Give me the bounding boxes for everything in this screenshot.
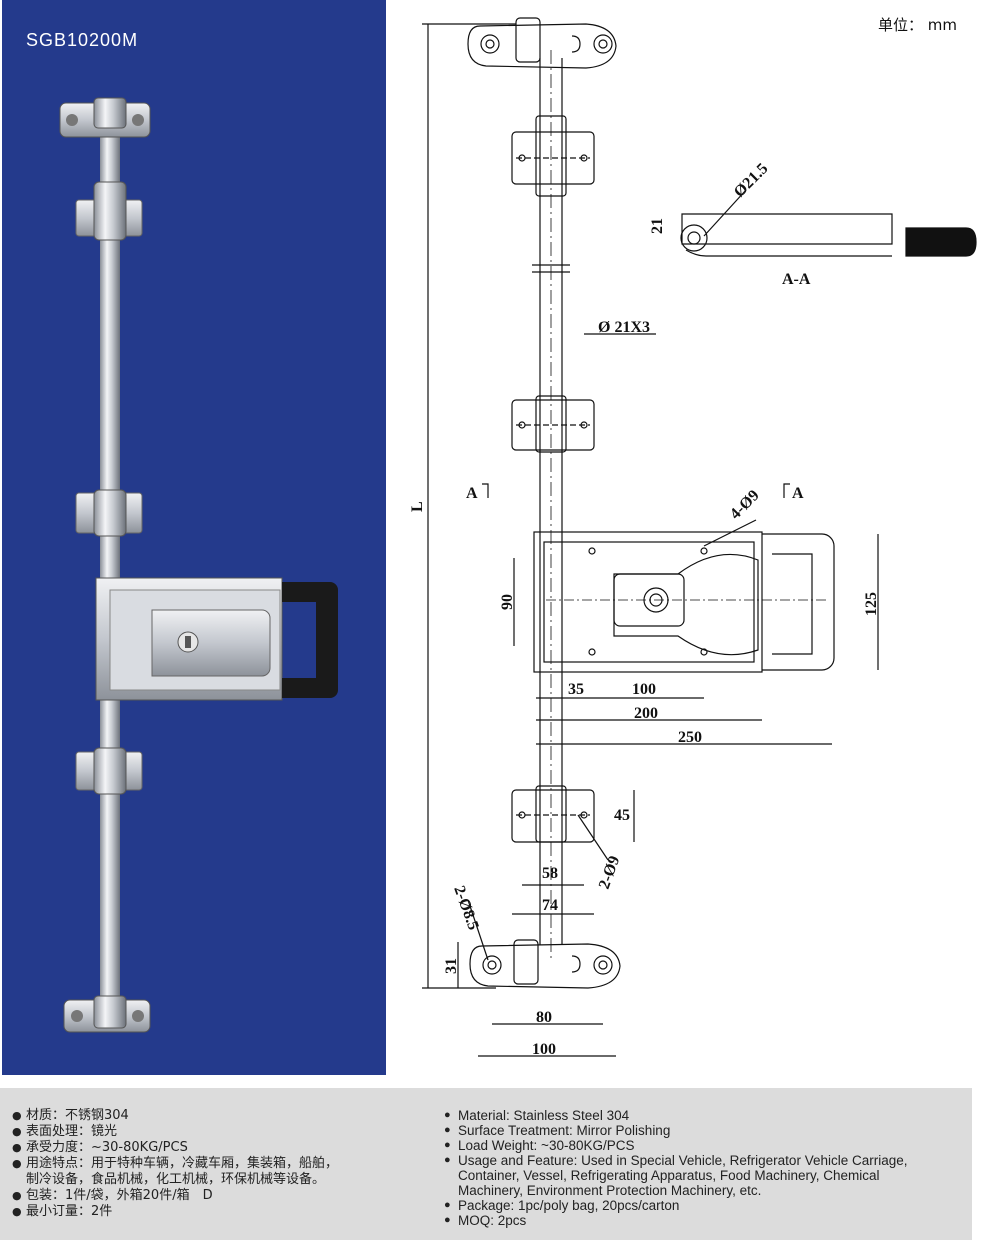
dim-21: 21 [649, 218, 666, 234]
spec-cn-usage: 用途特点：用于特种车辆，冷藏车厢，集装箱，船舶， 制冷设备，食品机械，化工机械，… [12, 1156, 432, 1188]
dim-74: 74 [542, 897, 558, 914]
lock-body-photo [95, 577, 338, 701]
technical-drawing: Ø21.5 21 A-A Ø 21X3 L A A 4-Ø9 90 125 35… [409, 17, 977, 1058]
dim-L: L [409, 501, 426, 512]
dim-90: 90 [499, 594, 516, 610]
dim-100-plate: 100 [632, 681, 656, 698]
guide-photo-1 [75, 181, 143, 241]
rod-photo [100, 115, 120, 1025]
dim-2-holes-b: 2-Ø8.5 [450, 884, 482, 933]
handle-section-drawing [680, 213, 977, 257]
leader-diameter [703, 189, 747, 237]
spec-en-load: Load Weight: ~30-80KG/PCS [444, 1138, 964, 1153]
spec-en-usage: Usage and Feature: Used in Special Vehic… [444, 1153, 964, 1198]
guide-block-drawing-2 [511, 395, 595, 453]
spec-cn-load: 承受力度：~30-80KG/PCS [12, 1140, 432, 1156]
section-letter-right: A [792, 485, 804, 502]
leader-4-holes [703, 519, 757, 547]
spec-en-material: Material: Stainless Steel 304 [444, 1108, 964, 1123]
leader-2-holes [577, 814, 609, 861]
dim-35: 35 [568, 681, 584, 698]
dim-31: 31 [443, 958, 460, 974]
spec-cn-package: 包装：1件/袋，外箱20件/箱 D [12, 1188, 432, 1204]
dim-125: 125 [863, 592, 880, 616]
unit-label: 单位： mm [878, 16, 957, 34]
section-letter-left: A [466, 485, 478, 502]
dim-4-holes: 4-Ø9 [727, 487, 763, 523]
model-number: SGB10200M [26, 30, 139, 50]
guide-block-drawing-1 [511, 115, 595, 197]
guide-photo-2 [75, 489, 143, 537]
leader-2-holes-b [467, 899, 489, 961]
section-mark-left [482, 483, 489, 498]
dim-2-holes: 2-Ø9 [596, 854, 624, 892]
top-bracket-photo [59, 97, 151, 138]
dim-rod: Ø 21X3 [598, 319, 650, 336]
spec-en-moq: MOQ: 2pcs [444, 1213, 964, 1228]
guide-block-drawing-3 [511, 785, 595, 843]
dim-250: 250 [678, 729, 702, 746]
top-bracket-drawing [467, 17, 617, 69]
dim-100-bracket: 100 [532, 1041, 556, 1058]
dim-58: 58 [542, 865, 558, 882]
lock-plate-drawing [533, 531, 835, 673]
spec-cn-material: 材质：不锈钢304 [12, 1108, 432, 1124]
dim-45: 45 [614, 807, 630, 824]
bottom-bracket-drawing [469, 939, 621, 989]
section-label-aa: A-A [782, 271, 811, 288]
product-photo-panel: SGB10200M [2, 0, 386, 1075]
spec-list-english: Material: Stainless Steel 304 Surface Tr… [444, 1108, 964, 1228]
lock-photo-illustration [59, 97, 338, 1033]
spec-cn-surface: 表面处理：镜光 [12, 1124, 432, 1140]
spec-en-package: Package: 1pc/poly bag, 20pcs/carton [444, 1198, 964, 1213]
dim-80: 80 [536, 1009, 552, 1026]
guide-photo-3 [75, 747, 143, 795]
spec-list-chinese: 材质：不锈钢304 表面处理：镜光 承受力度：~30-80KG/PCS 用途特点… [12, 1108, 432, 1220]
section-mark-right [783, 483, 790, 498]
bottom-bracket-photo [63, 995, 151, 1033]
spec-en-surface: Surface Treatment: Mirror Polishing [444, 1123, 964, 1138]
dim-diameter-handle: Ø21.5 [731, 160, 772, 201]
dim-200: 200 [634, 705, 658, 722]
spec-cn-moq: 最小订量：2件 [12, 1204, 432, 1220]
spec-panel: 材质：不锈钢304 表面处理：镜光 承受力度：~30-80KG/PCS 用途特点… [0, 1088, 972, 1240]
